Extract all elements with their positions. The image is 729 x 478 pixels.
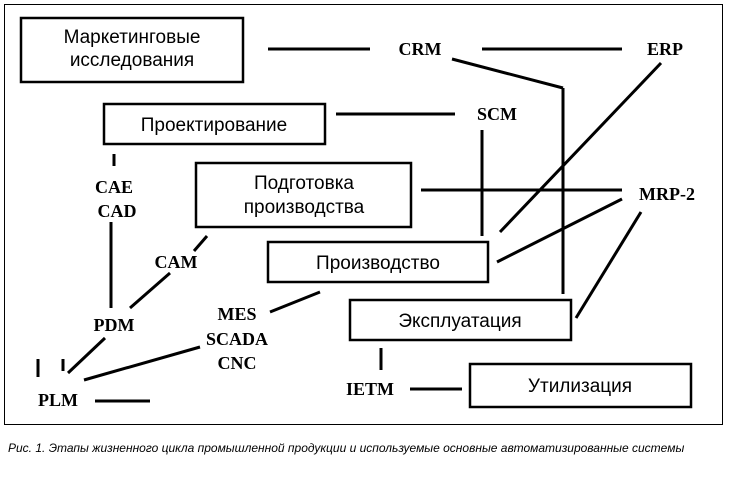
acronym-erp: ERP <box>647 39 683 59</box>
line-crm-operation-a <box>451 57 564 90</box>
figure-caption: Рис. 1. Этапы жизненного цикла промышлен… <box>8 441 685 455</box>
line-erp-production <box>498 61 663 234</box>
lifecycle-diagram: Маркетинговые исследования Проектировани… <box>19 16 695 410</box>
box-marketing <box>19 16 245 84</box>
box-production <box>266 240 490 284</box>
operation-label: Эксплуатация <box>398 311 521 332</box>
design-label: Проектирование <box>141 115 287 136</box>
box-preparation <box>194 161 413 229</box>
acronym-cad: CAD <box>98 201 137 221</box>
acronym-plm: PLM <box>38 390 78 410</box>
acronym-scada: SCADA <box>206 329 268 349</box>
preparation-label-line1: Подготовка <box>254 173 354 194</box>
box-design <box>102 102 327 146</box>
line-cam-pdm <box>129 271 171 310</box>
acronym-ietm: IETM <box>346 379 394 399</box>
line-mrp2-operation <box>574 211 643 319</box>
acronym-mrp2: MRP-2 <box>639 184 695 204</box>
acronym-pdm: PDM <box>94 315 135 335</box>
line-mrp2-production <box>496 197 623 264</box>
line-pdm-plm <box>66 336 107 375</box>
acronym-cae: CAE <box>95 177 133 197</box>
preparation-label-line2: производства <box>244 197 365 218</box>
line-production-mes <box>269 290 321 314</box>
disposal-label: Утилизация <box>528 376 632 397</box>
box-disposal <box>468 362 693 409</box>
box-operation <box>348 298 573 342</box>
line-preparation-cam <box>192 235 209 252</box>
marketing-label-line1: Маркетинговые <box>64 27 201 48</box>
acronym-cam: CAM <box>155 252 198 272</box>
acronym-mes: MES <box>217 304 256 324</box>
line-scada-plm <box>83 345 201 382</box>
figure-frame <box>4 4 723 425</box>
marketing-label-line2: исследования <box>70 50 194 71</box>
production-label: Производство <box>316 253 440 274</box>
connector-lines <box>36 47 663 403</box>
acronym-crm: CRM <box>399 39 442 59</box>
acronym-cnc: CNC <box>218 353 257 373</box>
acronym-scm: SCM <box>477 104 517 124</box>
stage-boxes <box>19 16 693 409</box>
